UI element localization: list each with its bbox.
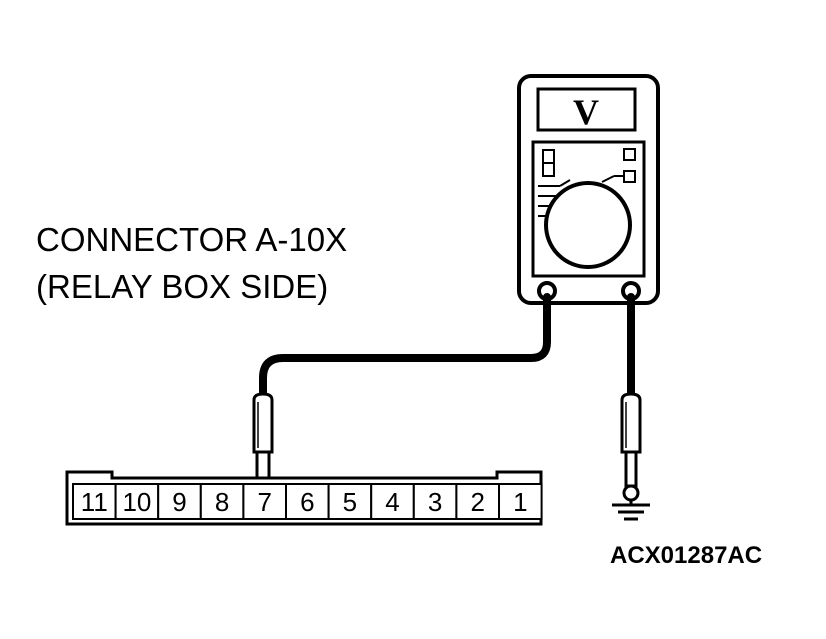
- probe-ground: [620, 392, 642, 502]
- connector-pin-label: 7: [257, 487, 271, 517]
- connector-pin-label: 2: [470, 487, 484, 517]
- connector-pin-2: 2: [455, 483, 500, 520]
- probe-pin-7: [252, 392, 274, 488]
- connector-pin-label: 10: [122, 487, 151, 517]
- connector-pin-5: 5: [327, 483, 373, 520]
- connector-pin-11: 11: [72, 483, 117, 520]
- connector-pin-label: 11: [81, 487, 108, 517]
- connector-pin-4: 4: [370, 483, 415, 520]
- mode-button-icon: [623, 148, 636, 161]
- connector-pin-8: 8: [199, 483, 245, 520]
- hold-button-icon: [623, 170, 636, 183]
- connector-pin-label: 6: [300, 487, 314, 517]
- ground-icon: [612, 500, 650, 521]
- connector-pin-6: 6: [285, 483, 330, 520]
- connector-pin-label: 8: [215, 487, 229, 517]
- connector-pin-label: 3: [428, 487, 442, 517]
- voltmeter: V: [517, 74, 660, 305]
- dial-scale-icon: [538, 175, 624, 217]
- connector-pin-3: 3: [412, 483, 458, 520]
- connector-pin-7: 7: [242, 483, 287, 520]
- connector-pin-label: 5: [343, 487, 357, 517]
- test-lead-to-pin: [259, 293, 551, 404]
- connector-pin-9: 9: [157, 483, 202, 520]
- connector-title: CONNECTOR A-10X: [36, 221, 347, 258]
- voltmeter-display: [536, 87, 637, 132]
- connector-pin-label: 1: [513, 487, 527, 517]
- voltmeter-display-unit: V: [573, 92, 599, 132]
- figure-code: ACX01287AC: [610, 542, 762, 569]
- connector-pin-label: 4: [385, 487, 399, 517]
- rotary-dial-icon: [544, 181, 632, 269]
- voltmeter-panel: [531, 140, 646, 278]
- connector-pin-10: 10: [114, 483, 160, 520]
- connector-pin-label: 9: [172, 487, 186, 517]
- connector-subtitle: (RELAY BOX SIDE): [36, 268, 328, 305]
- connector-pin-1: 1: [498, 483, 543, 520]
